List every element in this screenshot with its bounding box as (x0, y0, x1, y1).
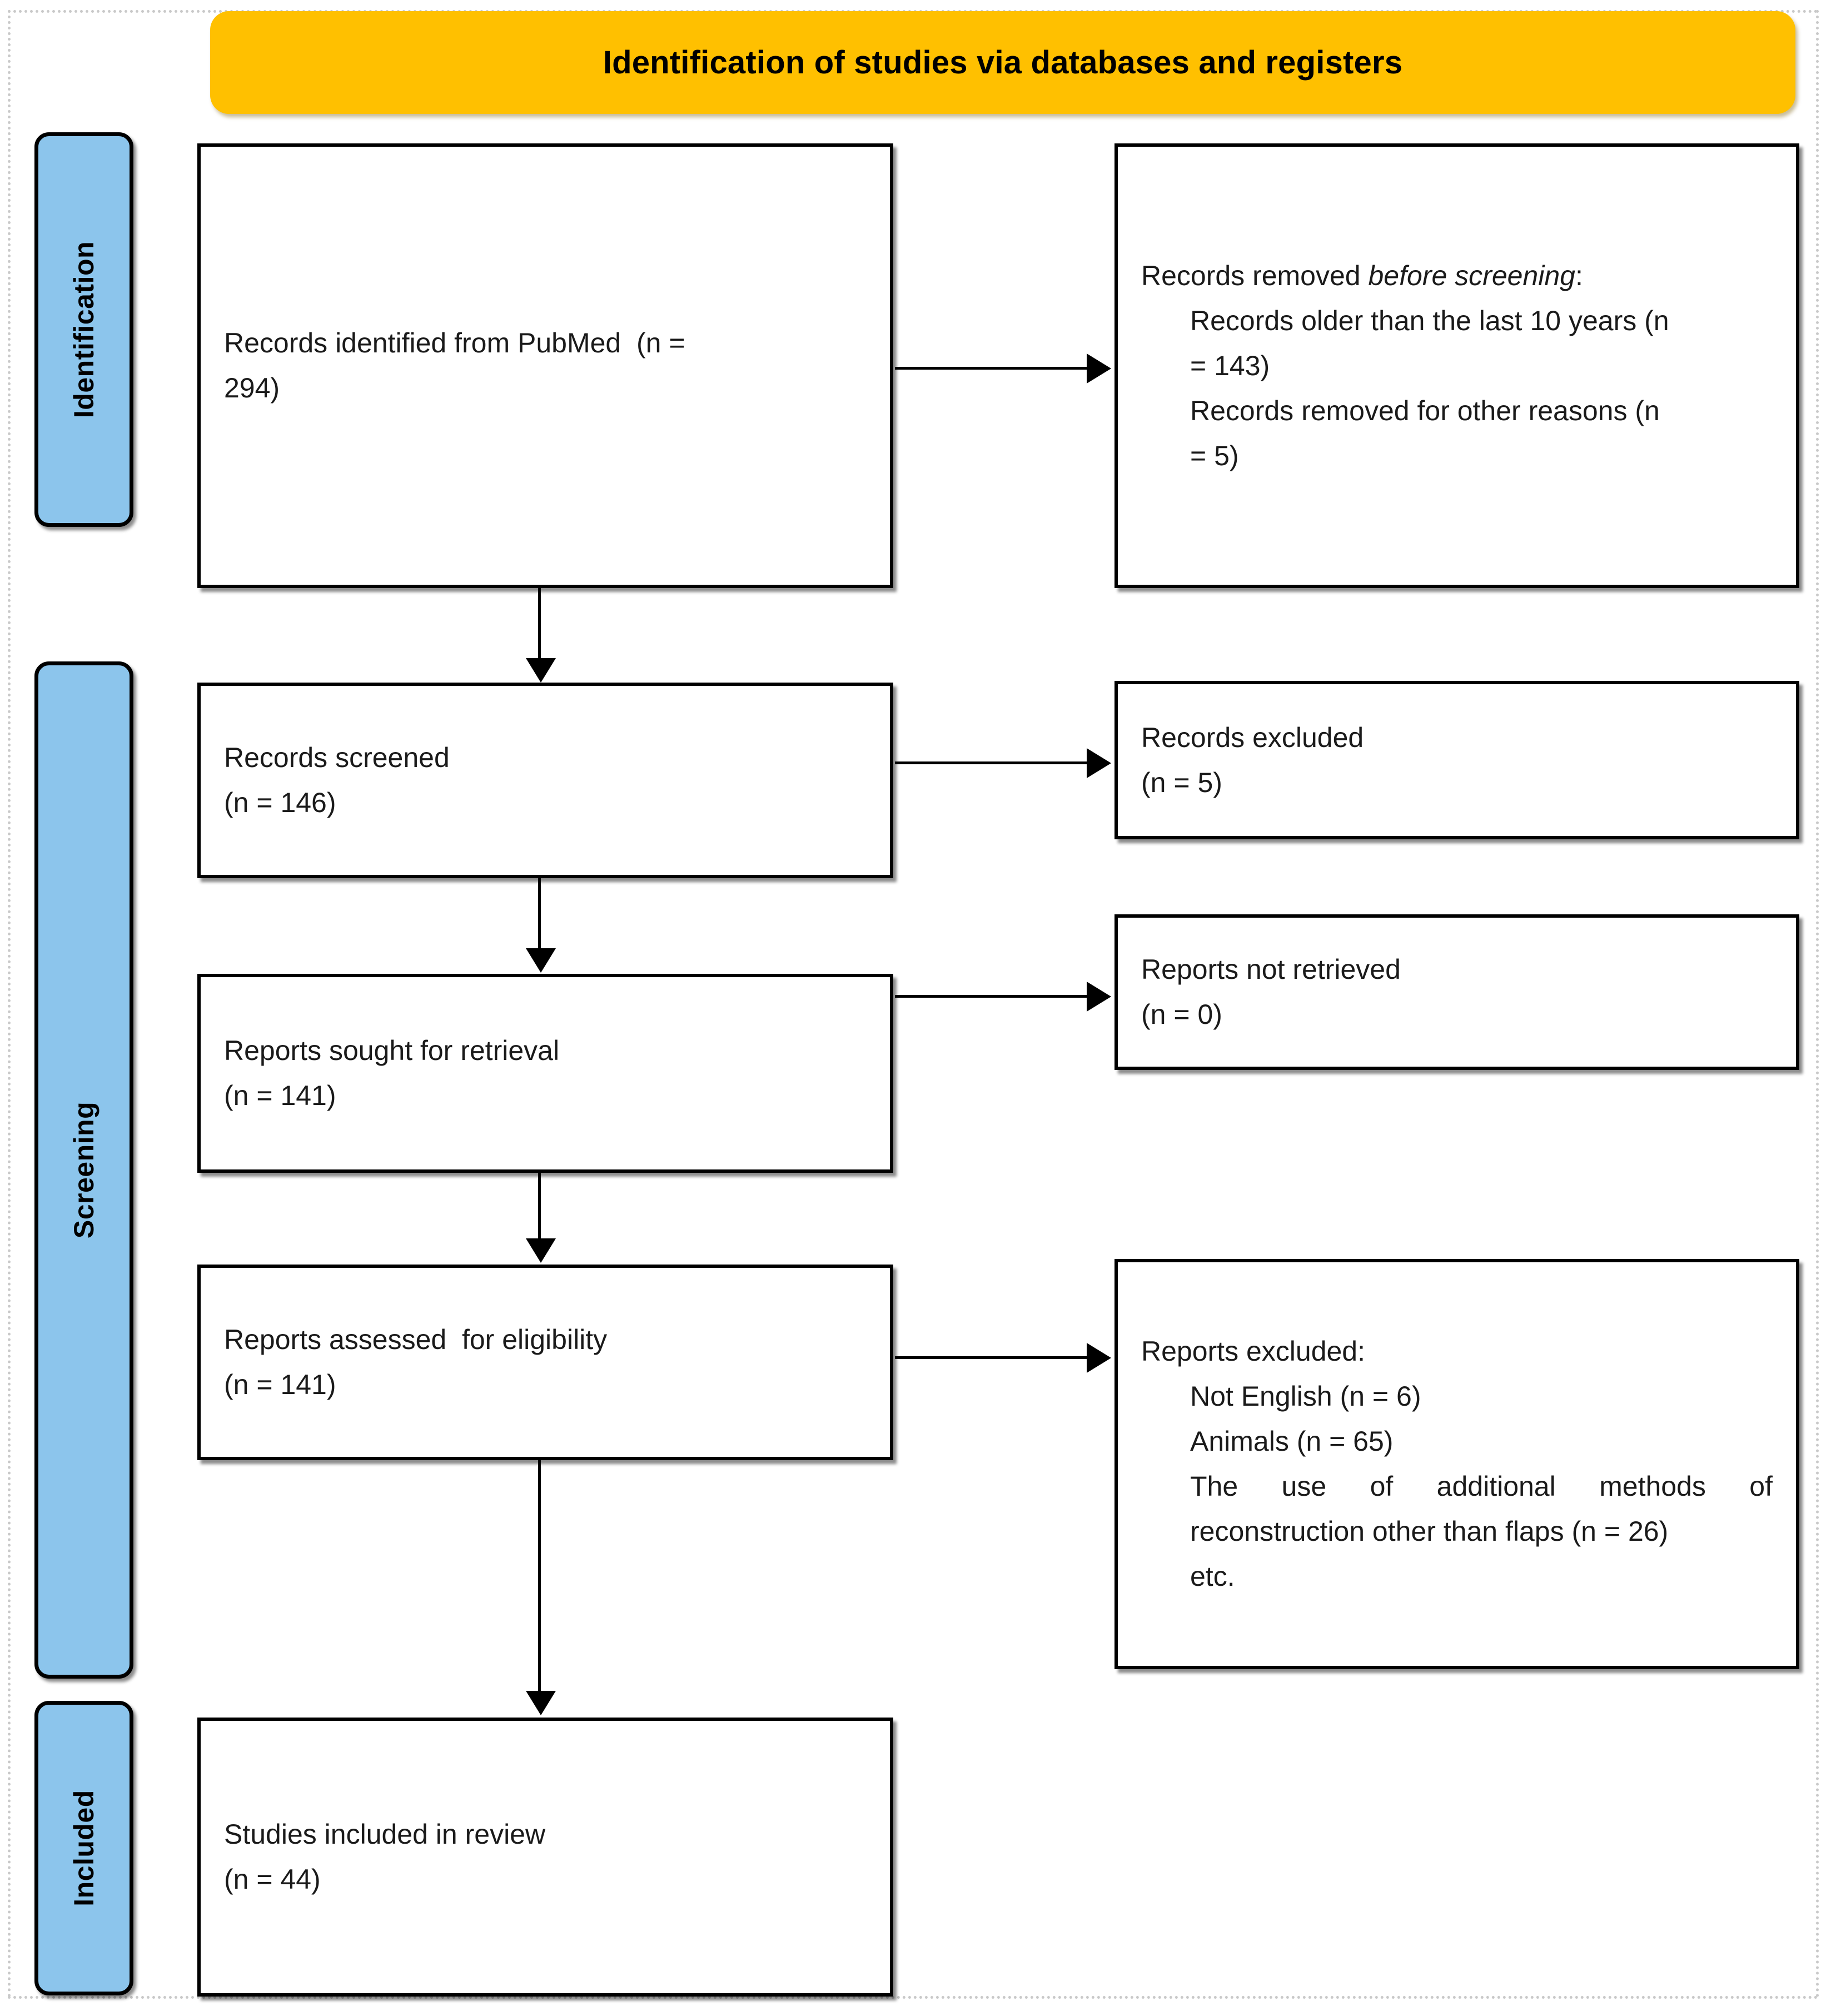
connector-identified-to-screened-arrowhead-icon (526, 658, 556, 683)
stage-label-screening: Screening (68, 1101, 99, 1239)
connector-identified-to-screened-line (538, 588, 541, 663)
reports-excluded-item1: Not English (n = 6) (1190, 1381, 1421, 1412)
connector-sought-to-not-retrieved-line (895, 995, 1089, 998)
box-studies-included-in-review: Studies included in review (n = 44) (197, 1718, 893, 1997)
banner-title: Identification of studies via databases … (603, 44, 1403, 81)
stage-sidebar-included: Included (34, 1701, 133, 1995)
box-reports-not-retrieved: Reports not retrieved (n = 0) (1114, 914, 1799, 1070)
reports-assessed-line1: Reports assessed for eligibility (224, 1324, 608, 1355)
reports-excluded-heading: Reports excluded: (1141, 1336, 1366, 1367)
stage-label-included: Included (68, 1790, 100, 1907)
connector-screened-to-excluded-arrowhead-icon (1087, 748, 1111, 778)
connector-sought-to-assessed-line (538, 1173, 541, 1240)
reports-excluded-item4: etc. (1190, 1561, 1235, 1592)
box-reports-sought-for-retrieval: Reports sought for retrieval (n = 141) (197, 974, 893, 1173)
records-removed-item1-line1: Records older than the last 10 years (n (1190, 305, 1669, 336)
connector-screened-to-sought-line (538, 878, 541, 952)
box-records-identified: Records identified from PubMed (n = 294) (197, 143, 893, 588)
reports-not-retrieved-line1: Reports not retrieved (1141, 954, 1401, 985)
stage-label-identification: Identification (68, 241, 100, 419)
connector-identified-to-removed-arrowhead-icon (1087, 354, 1111, 384)
reports-not-retrieved-line2: (n = 0) (1141, 999, 1222, 1030)
reports-assessed-line2: (n = 141) (224, 1369, 336, 1400)
records-removed-heading-colon: : (1575, 260, 1583, 291)
connector-screened-to-excluded-line (895, 761, 1089, 764)
connector-sought-to-not-retrieved-arrowhead-icon (1087, 982, 1111, 1012)
studies-included-line1: Studies included in review (224, 1819, 546, 1850)
box-records-removed-before-screening: Records removed before screening: Record… (1114, 143, 1799, 588)
connector-assessed-to-included-arrowhead-icon (526, 1691, 556, 1715)
records-screened-line1: Records screened (224, 742, 450, 773)
records-identified-line1: Records identified from PubMed (n = (224, 327, 685, 359)
connector-assessed-to-reports-excluded-line (895, 1356, 1089, 1359)
reports-sought-line2: (n = 141) (224, 1080, 336, 1111)
box-records-screened: Records screened (n = 146) (197, 683, 893, 878)
connector-assessed-to-reports-excluded-arrowhead-icon (1087, 1343, 1111, 1373)
records-excluded-line2: (n = 5) (1141, 766, 1222, 798)
connector-assessed-to-included-line (538, 1460, 541, 1694)
records-excluded-line1: Records excluded (1141, 721, 1364, 753)
reports-sought-line1: Reports sought for retrieval (224, 1035, 560, 1066)
box-records-excluded: Records excluded (n = 5) (1114, 681, 1799, 839)
reports-excluded-item3: The use of additional methods of reconst… (1190, 1471, 1773, 1547)
connector-sought-to-assessed-arrowhead-icon (526, 1238, 556, 1263)
stage-sidebar-screening: Screening (34, 661, 133, 1679)
records-removed-item1-line2: = 143) (1190, 350, 1270, 381)
records-removed-heading-italic: before screening (1368, 260, 1575, 291)
stage-sidebar-identification: Identification (34, 132, 133, 527)
box-reports-assessed-for-eligibility: Reports assessed for eligibility (n = 14… (197, 1265, 893, 1460)
records-identified-line2: 294) (224, 372, 280, 404)
connector-identified-to-removed-line (895, 367, 1089, 370)
connector-screened-to-sought-arrowhead-icon (526, 948, 556, 973)
records-removed-item2-line2: = 5) (1190, 440, 1239, 471)
identification-banner: Identification of studies via databases … (210, 11, 1795, 114)
box-reports-excluded: Reports excluded: Not English (n = 6) An… (1114, 1259, 1799, 1669)
records-screened-line2: (n = 146) (224, 787, 336, 818)
studies-included-line2: (n = 44) (224, 1864, 321, 1895)
reports-excluded-item2: Animals (n = 65) (1190, 1426, 1394, 1457)
records-removed-item2-line1: Records removed for other reasons (n (1190, 395, 1660, 426)
records-removed-heading: Records removed before screening: (1141, 253, 1773, 298)
records-removed-heading-plain: Records removed (1141, 260, 1369, 291)
